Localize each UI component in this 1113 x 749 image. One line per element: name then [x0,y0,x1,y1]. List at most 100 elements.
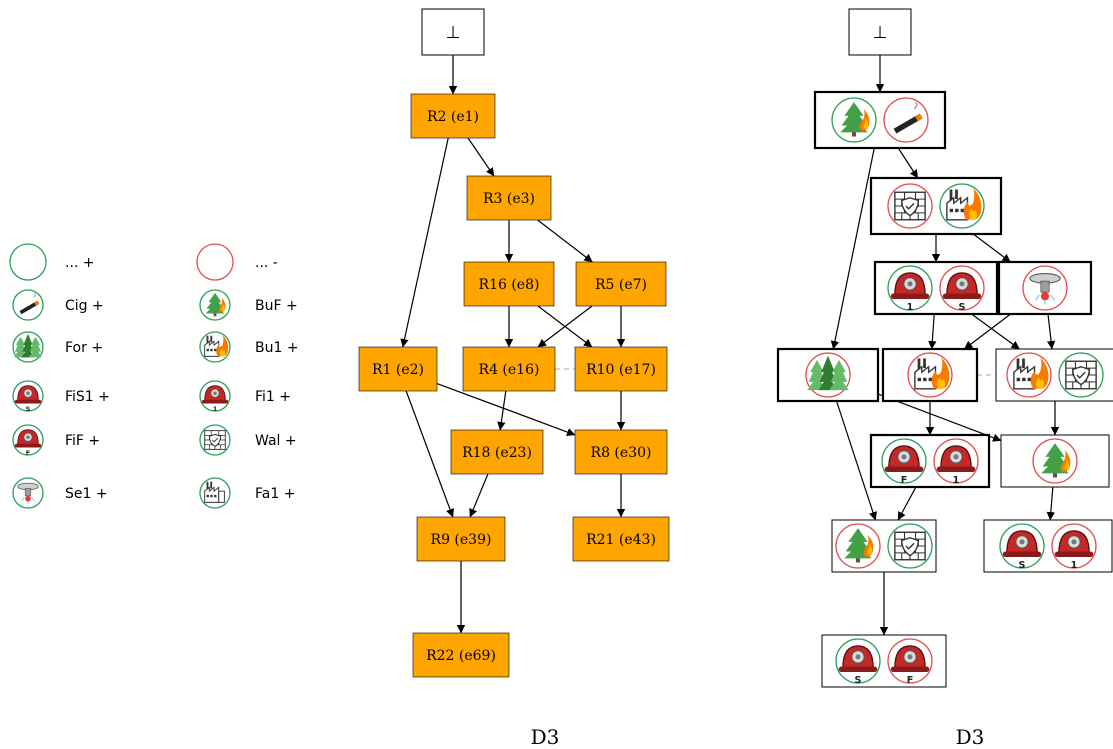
rule-node-label: R8 (e30) [591,445,652,461]
burning-tree-icon [835,523,881,569]
legend-label: For + [65,340,103,356]
firefighter-helmet-s-icon: S [939,265,985,313]
legend-label: FiF + [65,433,100,449]
burning-tree-icon [199,289,231,321]
forest-icon [12,331,44,363]
legend-label: ... - [255,255,278,271]
legend-label: Se1 + [65,486,108,502]
legend: ... + Cig + For + S FiS1 + F FiF + Se1 + ... - Bu… [9,243,299,509]
rule-node: R8 (e30) [574,429,668,475]
left-graph-footer: D3 [531,725,560,749]
edge [971,313,1020,350]
legend-label: Fi1 + [255,389,291,405]
edge [897,486,917,521]
icon-node [1000,434,1110,488]
burning-factory-icon [1006,352,1052,398]
legend-entry: Bu1 + [199,331,299,363]
edge [1046,486,1055,521]
protective-wall-icon [199,424,231,456]
edge [928,313,937,350]
icon-node [881,347,979,403]
forest-icon [805,352,851,398]
burning-tree-icon [831,97,877,143]
protective-wall-icon [887,183,933,229]
firefighter-helmet-f-icon: F [12,424,44,457]
edge [469,473,489,518]
svg-text:S: S [1019,560,1026,571]
legend-entry: Cig + [12,289,104,321]
firefighter-helmet-s-icon: S [12,380,44,413]
legend-entry: BuF + [199,289,298,321]
rule-node: R16 (e8) [463,261,555,307]
cigarette-icon [12,289,44,321]
firefighter-helmet-1-icon: 1 [199,380,231,413]
burning-factory-icon [939,183,985,229]
legend-entry: Wal + [199,424,297,456]
svg-text:S: S [855,675,862,686]
rule-node-label: R18 (e23) [462,445,532,461]
edge [835,400,877,521]
legend-entry: F FiF + [12,424,100,457]
edge [400,137,449,348]
sprinkler-icon [1022,265,1068,311]
icon-node [997,260,1093,316]
legend-entry: Se1 + [12,477,108,509]
rule-node-label: R1 (e2) [372,362,424,378]
edge [537,219,593,263]
firefighter-helmet-f-icon: F [887,638,933,686]
right-graph-footer: D3 [956,725,985,749]
edge [972,233,1011,263]
icon-node [776,347,880,403]
right-graph-edges [830,55,1060,636]
legend-label: ... + [65,255,95,271]
root-node: ⊥ [421,8,485,56]
svg-text:1: 1 [1071,560,1078,571]
legend-label: FiS1 + [65,389,110,405]
empty-negative-circle-icon [196,243,234,281]
rule-node: R1 (e2) [358,346,438,392]
rule-node: R3 (e3) [466,175,552,221]
icon-node [831,519,937,573]
edge [1046,313,1056,350]
rule-node: R18 (e23) [450,429,544,475]
factory-icon [199,477,231,509]
rule-node-label: R22 (e69) [426,648,496,664]
legend-entry: 1 Fi1 + [199,380,291,413]
legend-label: Bu1 + [255,340,299,356]
burning-factory-icon [907,352,953,398]
sprinkler-icon [12,477,44,509]
firefighter-helmet-f-icon: F [881,438,927,486]
protective-wall-icon [887,523,933,569]
rule-node: R4 (e16) [462,346,556,392]
icon-node [995,348,1113,402]
svg-text:F: F [901,475,908,486]
rule-node-label: R3 (e3) [483,191,535,207]
svg-text:S: S [959,302,966,313]
rule-node-label: R10 (e17) [586,362,656,378]
rule-node-label: R9 (e39) [431,532,492,548]
legend-label: Fa1 + [255,486,295,502]
firefighter-helmet-1-icon: 1 [1051,523,1097,571]
rule-node: R5 (e7) [575,261,667,307]
legend-entry: Fa1 + [199,477,295,509]
icon-node [813,90,947,150]
root-node: ⊥ [848,8,912,56]
legend-entry: ... - [196,243,278,281]
rule-node: R21 (e43) [572,516,670,562]
svg-text:1: 1 [953,475,960,486]
firefighter-helmet-s-icon: S [999,523,1045,571]
edge [897,147,919,179]
edge [467,137,495,177]
edge [497,390,507,431]
edge [405,390,455,518]
rule-node-label: R5 (e7) [595,277,647,293]
rule-node: R10 (e17) [574,346,668,392]
legend-entry: For + [12,331,103,363]
rule-node-label: R16 (e8) [479,277,540,293]
rule-node-label: R4 (e16) [479,362,540,378]
